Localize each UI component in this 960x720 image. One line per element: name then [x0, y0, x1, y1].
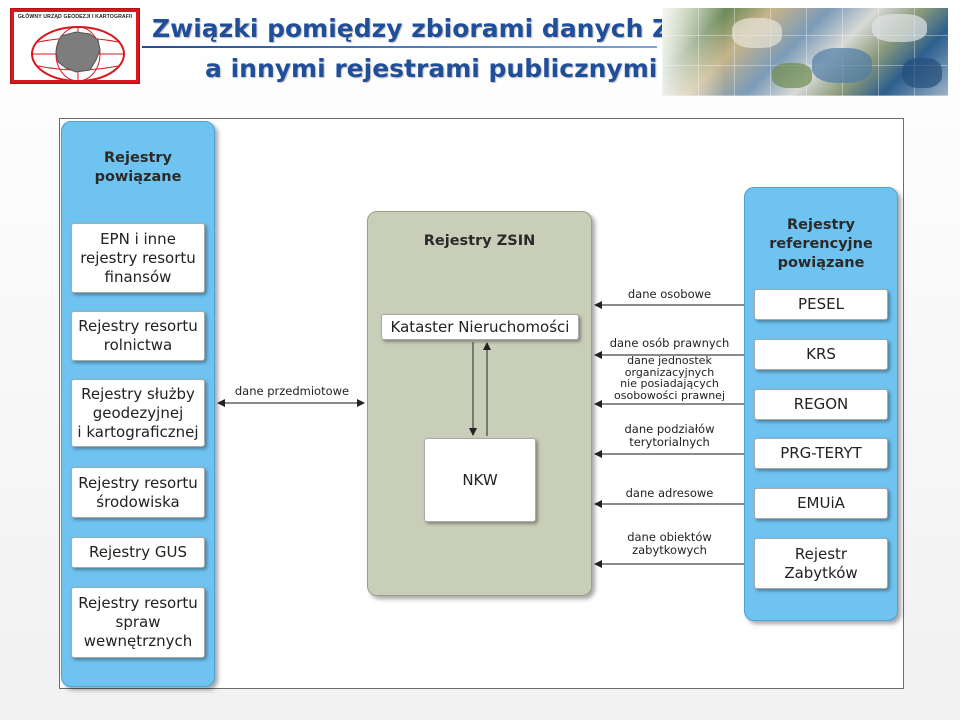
flow-label-left: dane przedmiotowe [222, 385, 362, 398]
flow-label-adresowe: dane adresowe [597, 487, 742, 500]
flow-label-osobowe: dane osobowe [597, 288, 742, 301]
flow-label-jednostek: dane jednostek organizacyjnych nie posia… [597, 355, 742, 401]
flow-label-podzialow: dane podziałów terytorialnych [597, 423, 742, 449]
flow-label-osob-prawnych: dane osób prawnych [597, 337, 742, 350]
flow-label-obiektow: dane obiektów zabytkowych [597, 531, 742, 557]
